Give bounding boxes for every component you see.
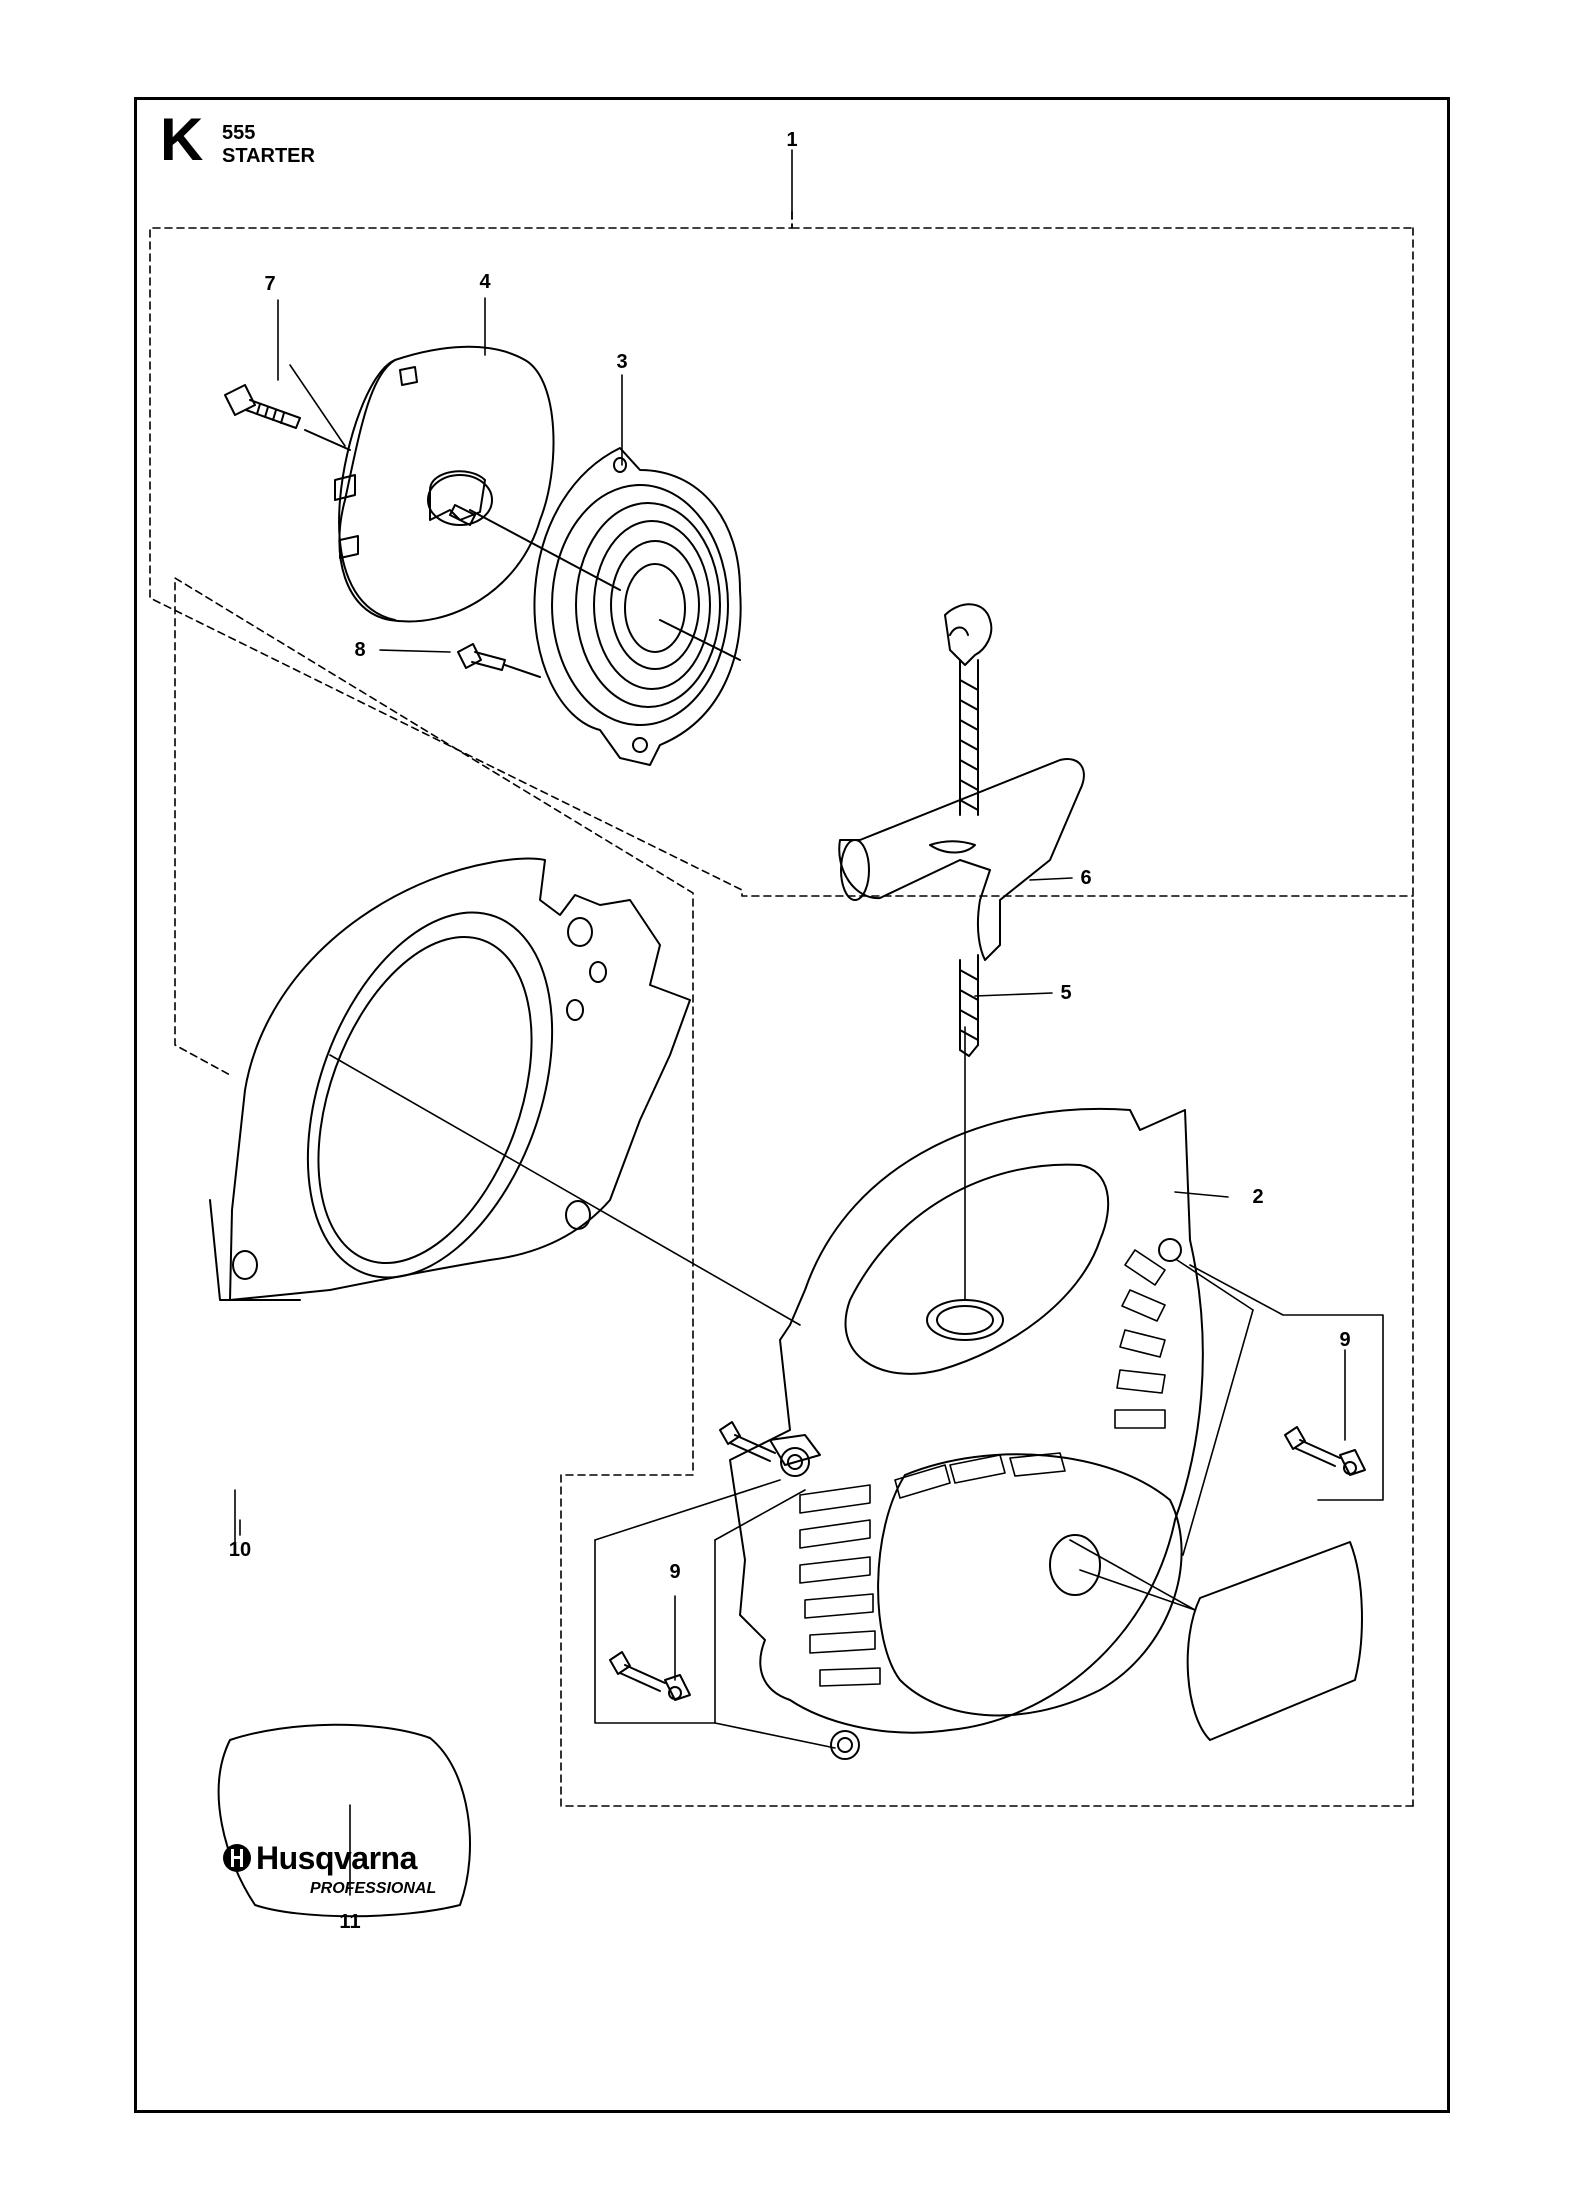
starter-rope-5	[959, 954, 979, 1057]
callout-5: 5	[1060, 982, 1072, 1004]
callout-10: 10	[228, 1539, 252, 1561]
pulley-4	[334, 345, 555, 623]
screw-9-left	[609, 1651, 691, 1701]
callout-4: 4	[479, 271, 491, 293]
assembly-1-outline	[149, 211, 1414, 1807]
decal-blank	[1186, 1541, 1363, 1741]
bolt-7	[224, 384, 351, 451]
model-number: 555	[222, 122, 256, 144]
decal-brand: Husqvarna	[256, 1840, 417, 1876]
callout-1: 1	[786, 129, 798, 151]
screw-8	[457, 643, 541, 678]
decal-tagline: PROFESSIONAL	[310, 1880, 437, 1897]
page-title: STARTER	[222, 145, 315, 167]
starter-handle-6	[838, 603, 1085, 961]
section-letter: K	[160, 106, 204, 173]
screw-9-top	[719, 1421, 776, 1462]
callout-9-right: 9	[1339, 1329, 1351, 1351]
callout-9-left: 9	[669, 1561, 681, 1583]
starter-housing-2	[729, 1108, 1204, 1760]
page-frame	[134, 97, 1450, 2113]
callout-2: 2	[1252, 1186, 1264, 1208]
callout-11: 11	[339, 1911, 361, 1933]
screw-9-right	[1284, 1426, 1366, 1476]
leader-lines	[234, 149, 1384, 1896]
fan-cover-10	[209, 857, 691, 1301]
callout-6: 6	[1080, 867, 1092, 889]
husqvarna-logo	[223, 1844, 251, 1872]
callout-3: 3	[616, 351, 628, 373]
spring-cassette-3	[469, 447, 742, 766]
callout-8: 8	[354, 639, 366, 661]
callout-7: 7	[264, 273, 276, 295]
